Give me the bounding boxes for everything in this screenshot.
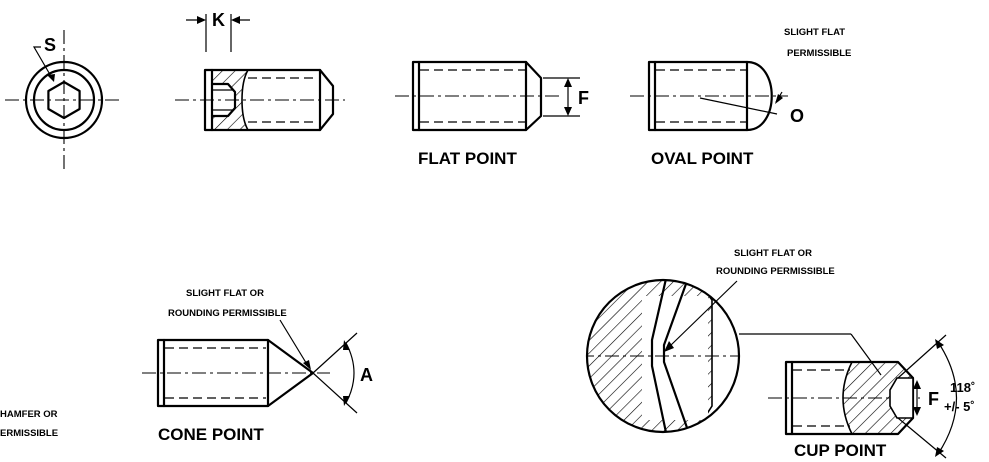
oval-point-title: OVAL POINT <box>651 149 754 168</box>
cone-note-arrowhead <box>303 360 311 370</box>
oval-note-arrowhead <box>775 94 783 104</box>
cup-angle-extension-top <box>897 334 947 379</box>
f-arrowhead-top <box>564 78 572 87</box>
cup-angle-tolerance: +/- 5˚ <box>944 399 975 414</box>
cup-angle-arrowhead-top <box>935 339 944 349</box>
o-label: O <box>790 106 804 126</box>
f-arrowhead-bottom <box>564 107 572 116</box>
a-angle-arc <box>345 342 355 404</box>
oval-note-line1: SLIGHT FLAT <box>784 27 845 38</box>
end-view: S <box>5 30 122 170</box>
cup-f-label: F <box>928 389 939 409</box>
socket-recess <box>210 82 237 118</box>
a-arrowhead-bottom <box>343 396 350 406</box>
cup-note-arrowhead <box>664 341 674 352</box>
cup-angle-value: 118˚ <box>950 380 975 395</box>
o-radius-line <box>699 97 778 115</box>
end-view-inner-circle <box>32 68 96 132</box>
detail-circle <box>585 278 741 434</box>
oval-note-line2: PERMISSIBLE <box>787 48 851 59</box>
cone-note-line2: ROUNDING PERMISSIBLE <box>168 308 287 319</box>
cone-note-leader <box>279 319 309 367</box>
hex-socket-icon <box>47 80 81 120</box>
detail-cup-void <box>642 296 708 420</box>
s-label: S <box>44 35 56 55</box>
cone-point-body <box>156 338 315 408</box>
side-view: K <box>175 10 345 132</box>
f-label: F <box>578 88 589 108</box>
cup-point-detail: SLIGHT FLAT OR ROUNDING PERMISSIBLE <box>585 248 882 434</box>
chamfer-note: HAMFER OR ERMISSIBLE <box>0 409 58 439</box>
cone-extension-top <box>312 332 358 374</box>
cone-extension-bottom <box>312 372 358 414</box>
cup-angle-arc <box>937 341 958 455</box>
k-arrowhead-left <box>197 16 206 24</box>
k-arrowhead-right <box>231 16 240 24</box>
cup-note-line2: ROUNDING PERMISSIBLE <box>716 266 835 277</box>
flat-point-title: FLAT POINT <box>418 149 517 168</box>
cup-note-line1: SLIGHT FLAT OR <box>734 248 812 259</box>
cup-point: F 118˚ +/- 5˚ CUP POINT <box>768 334 975 460</box>
end-view-outer-circle <box>24 60 104 140</box>
k-label: K <box>212 10 225 30</box>
cone-note-line1: SLIGHT FLAT OR <box>186 288 264 299</box>
a-arrowhead-top <box>343 340 350 350</box>
chamfer-note-line1: HAMFER OR <box>0 409 58 420</box>
cup-angle-arrowhead-bottom <box>935 447 944 457</box>
cone-point: A SLIGHT FLAT OR ROUNDING PERMISSIBLE CO… <box>142 288 373 444</box>
cup-f-arrowhead-top <box>913 380 921 389</box>
s-leader <box>32 46 53 79</box>
chamfer-note-line2: ERMISSIBLE <box>0 428 58 439</box>
cup-recess <box>889 377 914 419</box>
cup-note-leader <box>669 280 738 347</box>
detail-cup-inner <box>650 280 670 432</box>
a-label: A <box>360 365 373 385</box>
cup-f-arrowhead-bottom <box>913 407 921 416</box>
flat-point: F FLAT POINT <box>395 60 589 168</box>
s-arrowhead <box>47 74 55 82</box>
detail-cup-profile <box>662 280 694 432</box>
cone-point-title: CONE POINT <box>158 425 264 444</box>
oval-point: SLIGHT FLAT PERMISSIBLE O OVAL POINT <box>630 27 851 168</box>
cup-point-title: CUP POINT <box>794 441 887 460</box>
